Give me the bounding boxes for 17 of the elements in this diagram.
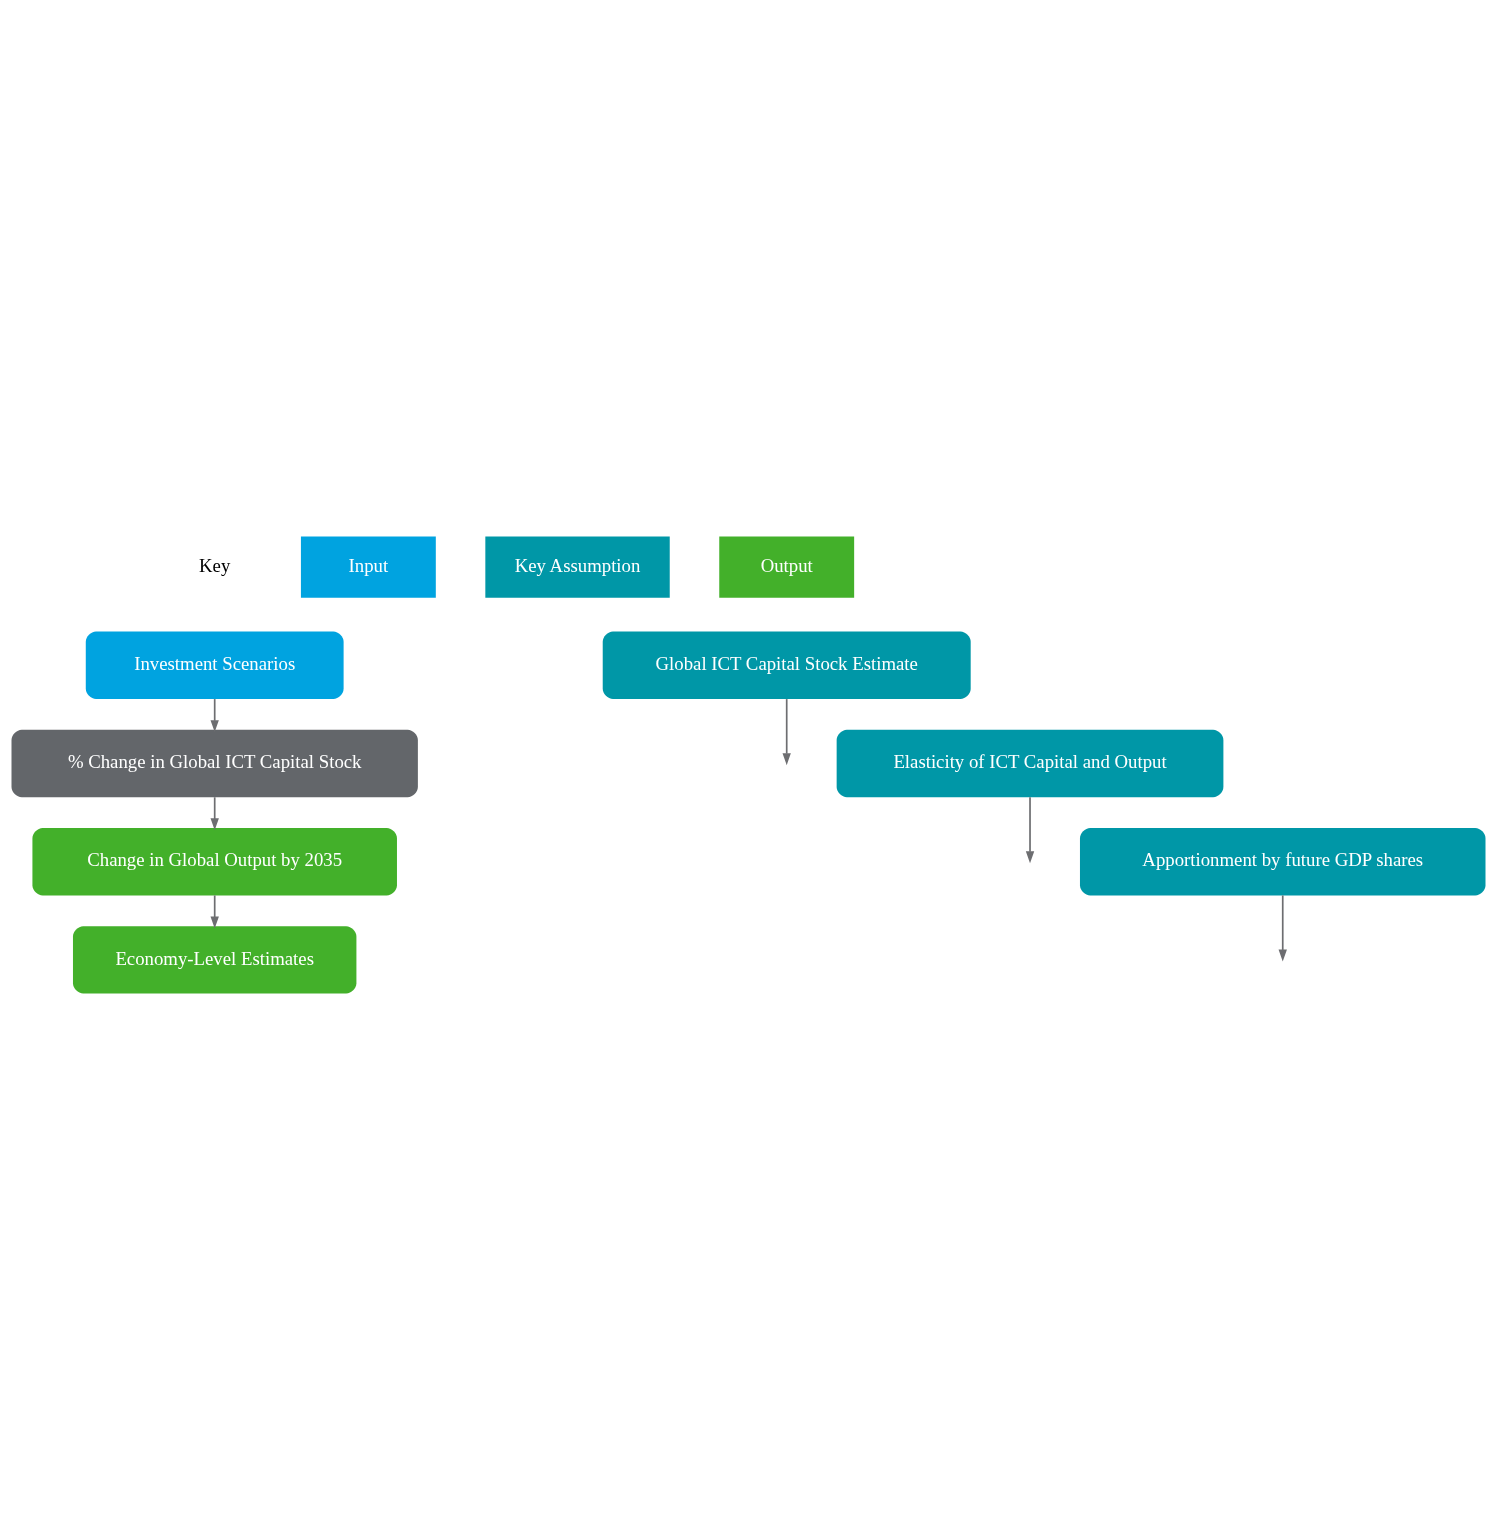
arrow [1278,894,1287,962]
node-box: Economy-Level Estimates [72,926,357,994]
legend-label: Input [348,554,389,576]
node-box: Apportionment by future GDP shares [1079,827,1486,896]
arrow [782,698,791,766]
arrow [210,796,219,831]
legend-label: Output [760,554,813,576]
arrow [210,894,219,929]
node-box: Investment Scenarios [85,631,344,700]
node-box: Global ICT Capital Stock Estimate [602,631,971,700]
label: Key [199,554,231,576]
legend-label: Key Assumption [514,554,641,576]
arrow [1025,796,1035,864]
node-box: Elasticity of ICT Capital and Output [836,729,1224,798]
node-box: % Change in Global ICT Capital Stock [11,729,418,798]
node-box: Change in Global Output by 2035 [32,827,397,896]
arrow [210,698,219,733]
